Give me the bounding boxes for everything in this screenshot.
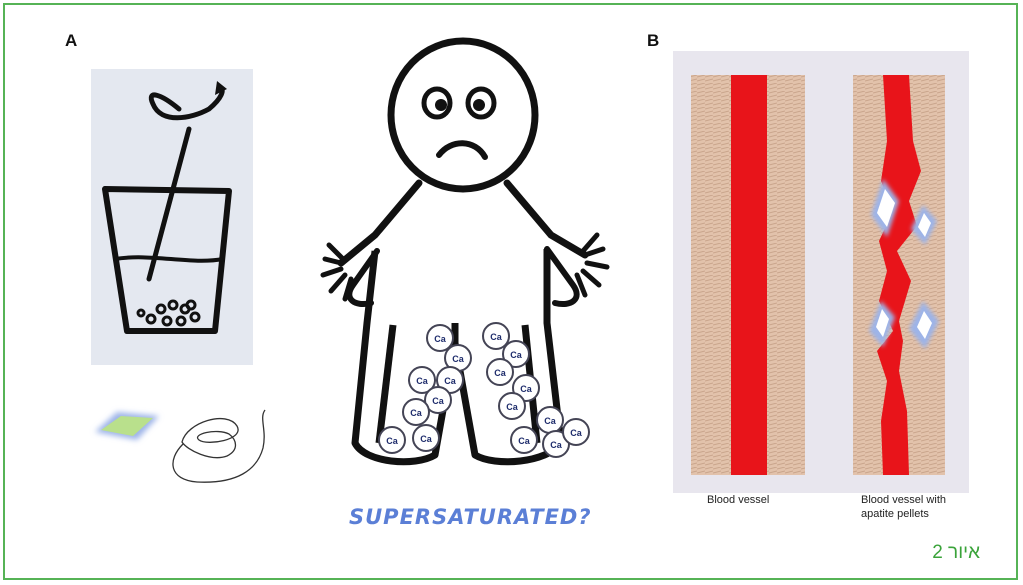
blood-vessel-panel <box>673 51 969 493</box>
ca-label: Ca <box>420 434 432 444</box>
hand-sketch <box>87 400 277 490</box>
figure-caption: איור 2 <box>932 542 980 564</box>
ca-label: Ca <box>570 428 582 438</box>
ca-label: Ca <box>452 354 464 364</box>
ca-ball: Ca <box>377 425 407 455</box>
panel-label-a: A <box>65 31 77 51</box>
ca-label: Ca <box>386 436 398 446</box>
calcified-vessel <box>853 75 945 475</box>
glass-sketch <box>91 69 253 365</box>
ca-label: Ca <box>432 396 444 406</box>
ca-ball: Ca <box>509 425 539 455</box>
caption-vessel-with-pellets-line2: apatite pellets <box>861 507 929 521</box>
ca-ball: Ca <box>497 391 527 421</box>
normal-vessel <box>691 75 805 475</box>
supersaturated-label: SUPERSATURATED? <box>349 505 592 529</box>
ca-ball: Ca <box>411 423 441 453</box>
ca-ball: Ca <box>561 417 591 447</box>
panel-label-b: B <box>647 31 659 51</box>
ca-label: Ca <box>518 436 530 446</box>
caption-blood-vessel: Blood vessel <box>707 493 769 507</box>
ca-label: Ca <box>506 402 518 412</box>
caption-vessel-with-pellets-line1: Blood vessel with <box>861 493 946 507</box>
ca-label: Ca <box>410 408 422 418</box>
figure-frame: A B <box>3 3 1018 580</box>
ca-label: Ca <box>544 416 556 426</box>
ca-label: Ca <box>494 368 506 378</box>
